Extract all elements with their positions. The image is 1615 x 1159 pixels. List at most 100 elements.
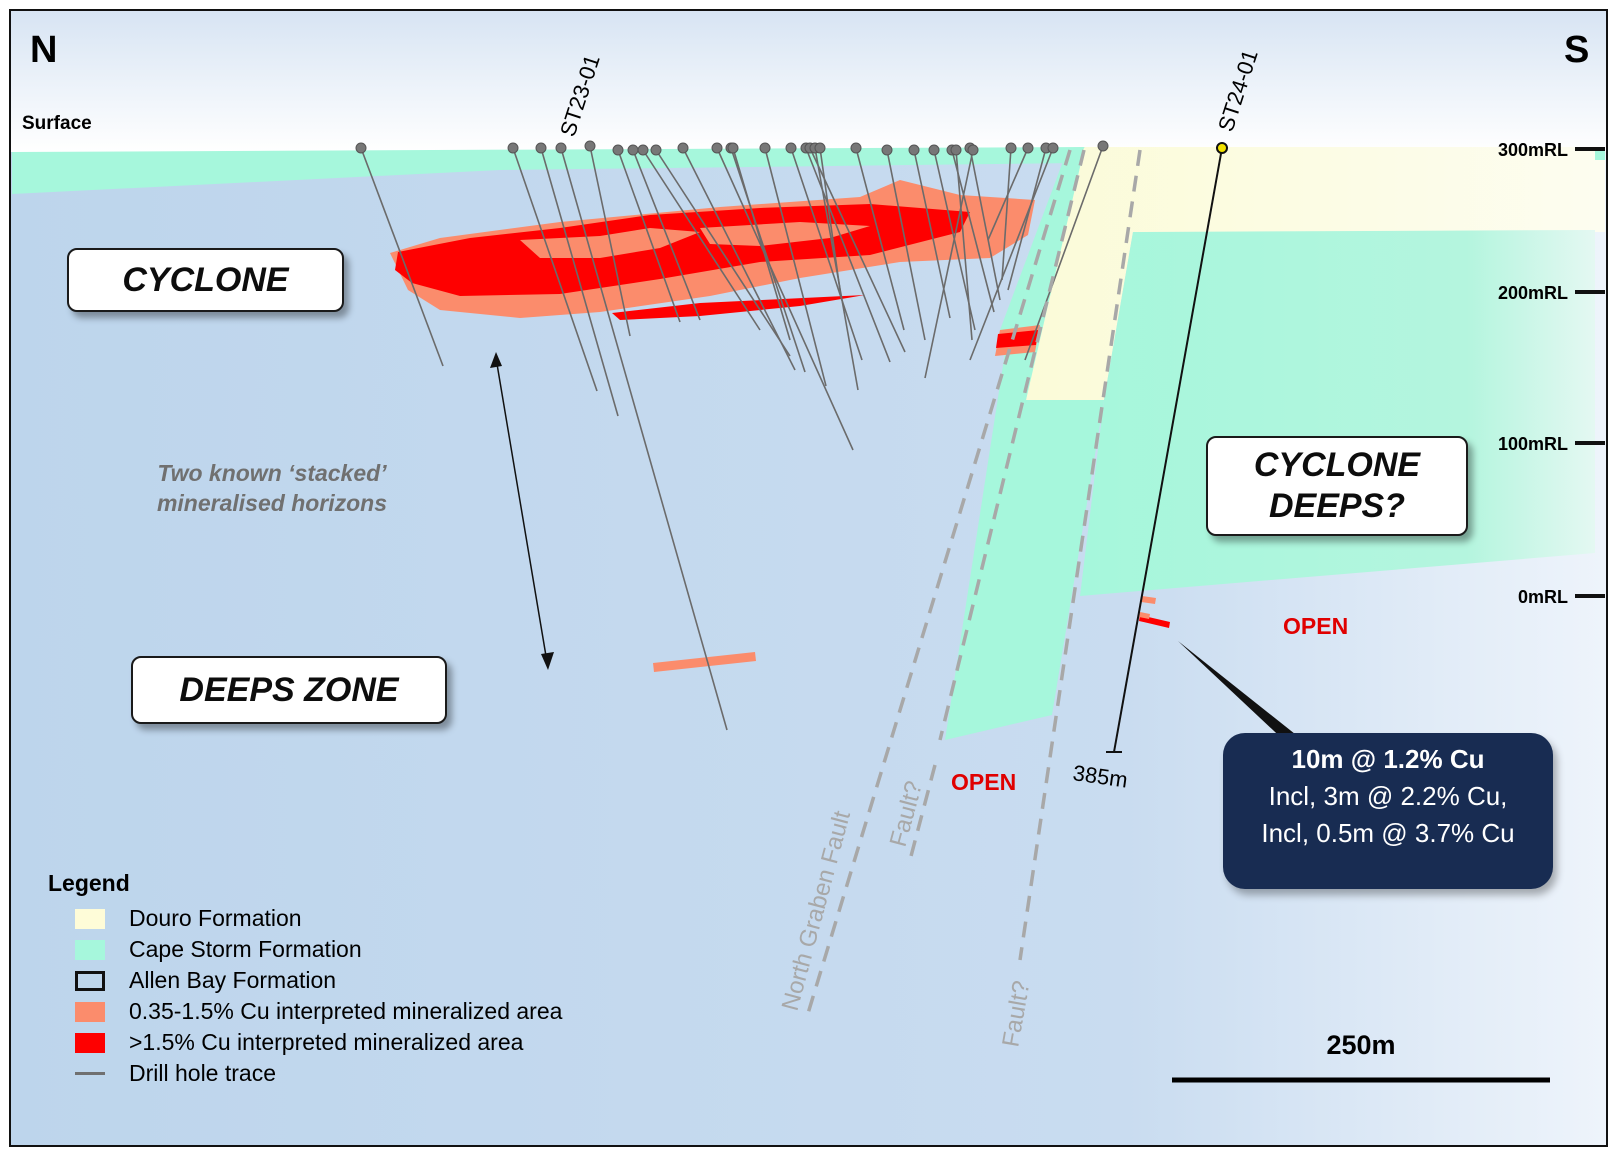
drill-trace-19 [819, 147, 841, 291]
stacked-arrow-head-top [490, 352, 502, 368]
rl-label-0: 0mRL [1518, 587, 1568, 607]
drill-collar-8 [637, 144, 649, 156]
fault-line-a [938, 149, 1086, 741]
drill-trace-25 [955, 149, 973, 341]
cape-storm-fault-block [945, 150, 1104, 740]
intercept-callout: 10m @ 1.2% Cu Incl, 3m @ 2.2% Cu, Incl, … [1223, 733, 1553, 889]
drill-trace-11 [716, 147, 854, 451]
open-label-lower: OPEN [951, 769, 1016, 795]
drill-collar-13 [727, 142, 739, 154]
drill-collar-5 [584, 140, 596, 152]
drill-collar-15 [785, 142, 797, 154]
legend-swatch-high-grade [75, 1032, 105, 1053]
drill-trace-2 [512, 147, 598, 392]
legend: Legend Douro Formation Cape Storm Format… [48, 870, 668, 1100]
fault-line-a-lower [908, 764, 937, 861]
south-label: S [1564, 29, 1589, 71]
drill-trace-4 [560, 147, 728, 731]
high-grade-fault-pod [996, 330, 1038, 348]
drill-trace-5 [589, 145, 631, 337]
drill-collar-3 [535, 142, 547, 154]
cyclone-zone-text: CYCLONE [122, 260, 289, 299]
drill-trace-21 [886, 149, 926, 341]
legend-item-cape-storm: Cape Storm Formation [48, 934, 668, 965]
rl-label-100: 100mRL [1498, 434, 1568, 454]
scale-bar-label: 250m [1326, 1030, 1395, 1060]
drill-collar-11 [711, 142, 723, 154]
cyclone-zone-label: CYCLONE [67, 248, 344, 312]
drill-collar-28 [1005, 142, 1017, 154]
legend-label-douro: Douro Formation [129, 905, 302, 931]
stacked-arrow-head-bottom [541, 652, 554, 670]
stacked-note-line2: mineralised horizons [157, 490, 387, 516]
high-grade-lower-lens [612, 295, 865, 320]
drill-trace-31 [969, 147, 1054, 361]
intercept-line2: Incl, 3m @ 2.2% Cu, [1268, 781, 1508, 811]
legend-item-high-grade: >1.5% Cu interpreted mineralized area [48, 1027, 668, 1058]
legend-item-drill-trace: Drill hole trace [48, 1058, 668, 1089]
legend-label-drill-trace: Drill hole trace [129, 1060, 276, 1086]
drill-trace-14 [764, 147, 827, 387]
legend-item-low-grade: 0.35-1.5% Cu interpreted mineralized are… [48, 996, 668, 1027]
legend-label-low-grade: 0.35-1.5% Cu interpreted mineralized are… [129, 998, 563, 1024]
low-grade-lens-2 [700, 222, 870, 246]
legend-swatch-allen-bay [75, 970, 105, 991]
drill-trace-3 [540, 147, 619, 417]
drill-collar-25 [950, 144, 962, 156]
drill-trace-13 [732, 147, 791, 341]
drill-collar-7 [627, 144, 639, 156]
drill-collar-23 [928, 144, 940, 156]
legend-item-douro: Douro Formation [48, 903, 668, 934]
st24-drill-trace [1113, 147, 1223, 753]
open-label-right: OPEN [1283, 613, 1348, 639]
drill-collar-29 [1022, 142, 1034, 154]
drill-trace-15 [790, 147, 863, 361]
north-graben-fault-line [804, 149, 1072, 1021]
legend-swatch-drill-trace [75, 1072, 105, 1075]
drill-trace-7 [632, 149, 701, 321]
stacked-arrow-shaft [495, 357, 548, 663]
drill-trace-26 [969, 147, 1001, 301]
drill-collar-27 [967, 144, 979, 156]
drill-trace-30 [1007, 147, 1047, 291]
deeps-zone-text: DEEPS ZONE [179, 670, 399, 709]
st24-intercept-low [1139, 612, 1150, 619]
douro-formation [1026, 147, 1605, 400]
cyclone-deeps-line1: CYCLONE [1253, 446, 1421, 484]
rl-label-200: 200mRL [1498, 283, 1568, 303]
legend-swatch-douro [75, 908, 105, 929]
rl-label-300: 300mRL [1498, 140, 1568, 160]
drill-trace-1 [360, 147, 444, 367]
drill-collar-19 [814, 142, 826, 154]
legend-label-high-grade: >1.5% Cu interpreted mineralized area [129, 1029, 524, 1055]
drill-trace-27 [924, 149, 974, 379]
drill-collar-10 [677, 142, 689, 154]
st24-collar [1216, 142, 1228, 154]
drill-collar-1 [355, 142, 367, 154]
callout-pointer [1178, 641, 1300, 746]
drill-collar-2 [507, 142, 519, 154]
st24-intercept-upper [1141, 596, 1156, 604]
deeps-intercept [653, 652, 756, 672]
drill-collar-6 [612, 144, 624, 156]
drill-collar-32 [1097, 140, 1109, 152]
fault-line-b [1018, 149, 1142, 961]
drill-collar-31 [1047, 142, 1059, 154]
legend-label-allen-bay: Allen Bay Formation [129, 967, 337, 993]
drill-trace-9 [655, 149, 791, 357]
surface-label: Surface [22, 113, 92, 134]
drill-hole-traces [360, 145, 1104, 731]
intercept-line3: Incl, 0.5m @ 3.7% Cu [1261, 818, 1515, 848]
cyclone-deeps-line2: DEEPS? [1268, 487, 1406, 525]
north-label: N [30, 29, 57, 71]
drill-collar-20 [850, 142, 862, 154]
drill-trace-6 [617, 149, 681, 323]
drill-collars [355, 140, 1109, 156]
legend-title: Legend [48, 870, 130, 896]
drill-trace-28 [1001, 147, 1012, 281]
legend-swatch-cape-storm [75, 939, 105, 960]
legend-label-cape-storm: Cape Storm Formation [129, 936, 362, 962]
legend-item-allen-bay: Allen Bay Formation [48, 965, 668, 996]
